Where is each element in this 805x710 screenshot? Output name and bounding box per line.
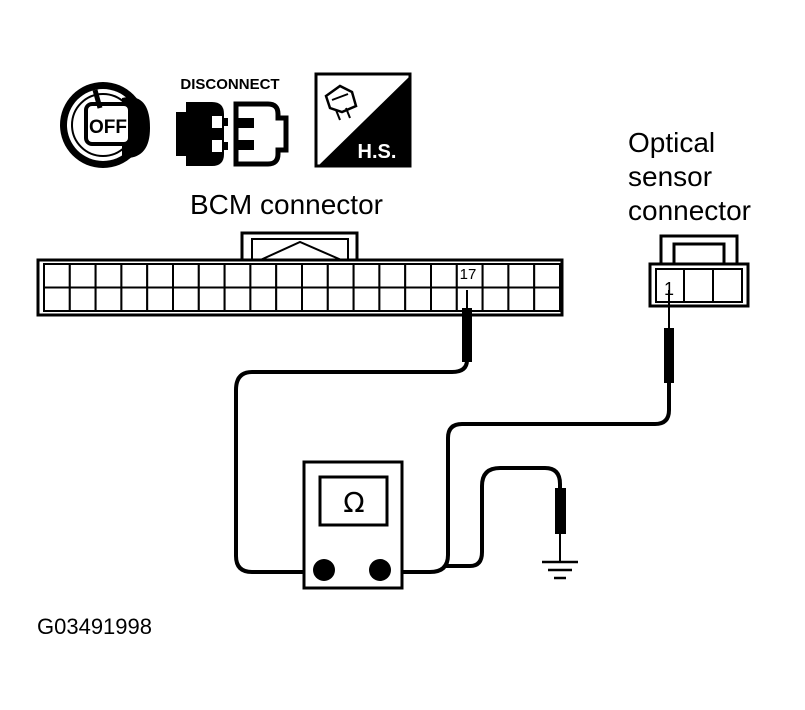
bcm-pin-cavity bbox=[404, 286, 433, 312]
bcm-pin-cavity bbox=[249, 286, 278, 312]
bcm-pin-cavity bbox=[43, 263, 71, 289]
probe-bcm bbox=[462, 290, 472, 362]
optical-pin-1-label: 1 bbox=[664, 279, 674, 299]
disconnect-icon: DISCONNECT bbox=[176, 76, 289, 167]
bcm-pin-cavity bbox=[301, 286, 329, 312]
bcm-pin-cavity bbox=[481, 263, 510, 289]
bcm-pin-cavity bbox=[197, 286, 226, 312]
bcm-pin-cavity bbox=[172, 263, 200, 289]
bcm-pin-cavity bbox=[172, 286, 200, 312]
optical-label-line-1: Optical bbox=[628, 127, 716, 158]
bcm-pin-cavity bbox=[43, 286, 71, 312]
bcm-pin-cavity bbox=[68, 263, 97, 289]
bcm-pin-cavity bbox=[249, 263, 278, 289]
meter-terminal-left bbox=[313, 559, 335, 581]
ohm-symbol: Ω bbox=[343, 486, 364, 519]
probe-optical bbox=[664, 290, 674, 383]
optical-label-line-2: sensor bbox=[628, 161, 713, 192]
bcm-pin-cavity bbox=[352, 286, 381, 312]
bcm-pin-cavity bbox=[223, 263, 252, 289]
bcm-pin-cavity bbox=[507, 286, 536, 312]
ohmmeter: Ω bbox=[302, 460, 404, 590]
ground-icon bbox=[542, 560, 578, 580]
figure-id: G03491998 bbox=[37, 614, 152, 639]
bcm-pin-cavity bbox=[301, 263, 329, 289]
harness-hs-icon: H.S. bbox=[314, 72, 412, 168]
disconnect-text: DISCONNECT bbox=[180, 76, 279, 93]
bcm-connector: 17 bbox=[36, 231, 564, 317]
bcm-pin-cavity bbox=[94, 263, 123, 289]
bcm-pin-cavity bbox=[533, 286, 562, 312]
ignition-off-text: OFF bbox=[89, 117, 127, 138]
bcm-connector-label: BCM connector bbox=[190, 189, 383, 220]
bcm-pin-cavity bbox=[223, 286, 252, 312]
bcm-pin-cavity bbox=[68, 286, 97, 312]
bcm-pin-cavity bbox=[94, 286, 123, 312]
bcm-pin-cavity bbox=[455, 286, 484, 312]
optical-sensor-connector-label: Optical sensor connector bbox=[628, 126, 751, 228]
bcm-pin-cavity bbox=[120, 286, 149, 312]
lead-bcm-to-meter bbox=[234, 359, 469, 574]
bcm-pin-cavity bbox=[146, 286, 174, 312]
bcm-pin-cavity bbox=[378, 286, 407, 312]
bcm-pin-cavity bbox=[378, 263, 407, 289]
bcm-pin-cavity bbox=[430, 263, 458, 289]
bcm-pin-cavity bbox=[275, 263, 304, 289]
bcm-pin-cavity bbox=[507, 263, 536, 289]
bcm-pin-cavity bbox=[326, 286, 355, 312]
bcm-pin-cavity bbox=[197, 263, 226, 289]
bcm-pin-cavity bbox=[533, 263, 562, 289]
bcm-pin-cavity bbox=[120, 263, 149, 289]
ignition-off-icon: OFF bbox=[60, 82, 150, 168]
bcm-pin-cavity bbox=[352, 263, 381, 289]
optical-label-line-3: connector bbox=[628, 195, 751, 226]
bcm-pin-cavity bbox=[430, 286, 458, 312]
lead-optical-to-meter bbox=[380, 380, 671, 574]
bcm-pin-cavity bbox=[326, 263, 355, 289]
bcm-pin-cavity bbox=[404, 263, 433, 289]
bcm-connector-pins bbox=[43, 263, 562, 312]
harness-hs-text: H.S. bbox=[358, 141, 397, 163]
probe-ground bbox=[555, 488, 566, 562]
bcm-pin-cavity bbox=[481, 286, 510, 312]
bcm-pin-cavity bbox=[146, 263, 174, 289]
optical-sensor-connector: 1 bbox=[648, 234, 750, 308]
bcm-pin-17-label: 17 bbox=[460, 266, 477, 283]
meter-terminal-right bbox=[369, 559, 391, 581]
bcm-pin-cavity bbox=[275, 286, 304, 312]
lead-meter-to-ground bbox=[445, 466, 562, 568]
test-leads bbox=[234, 359, 671, 574]
